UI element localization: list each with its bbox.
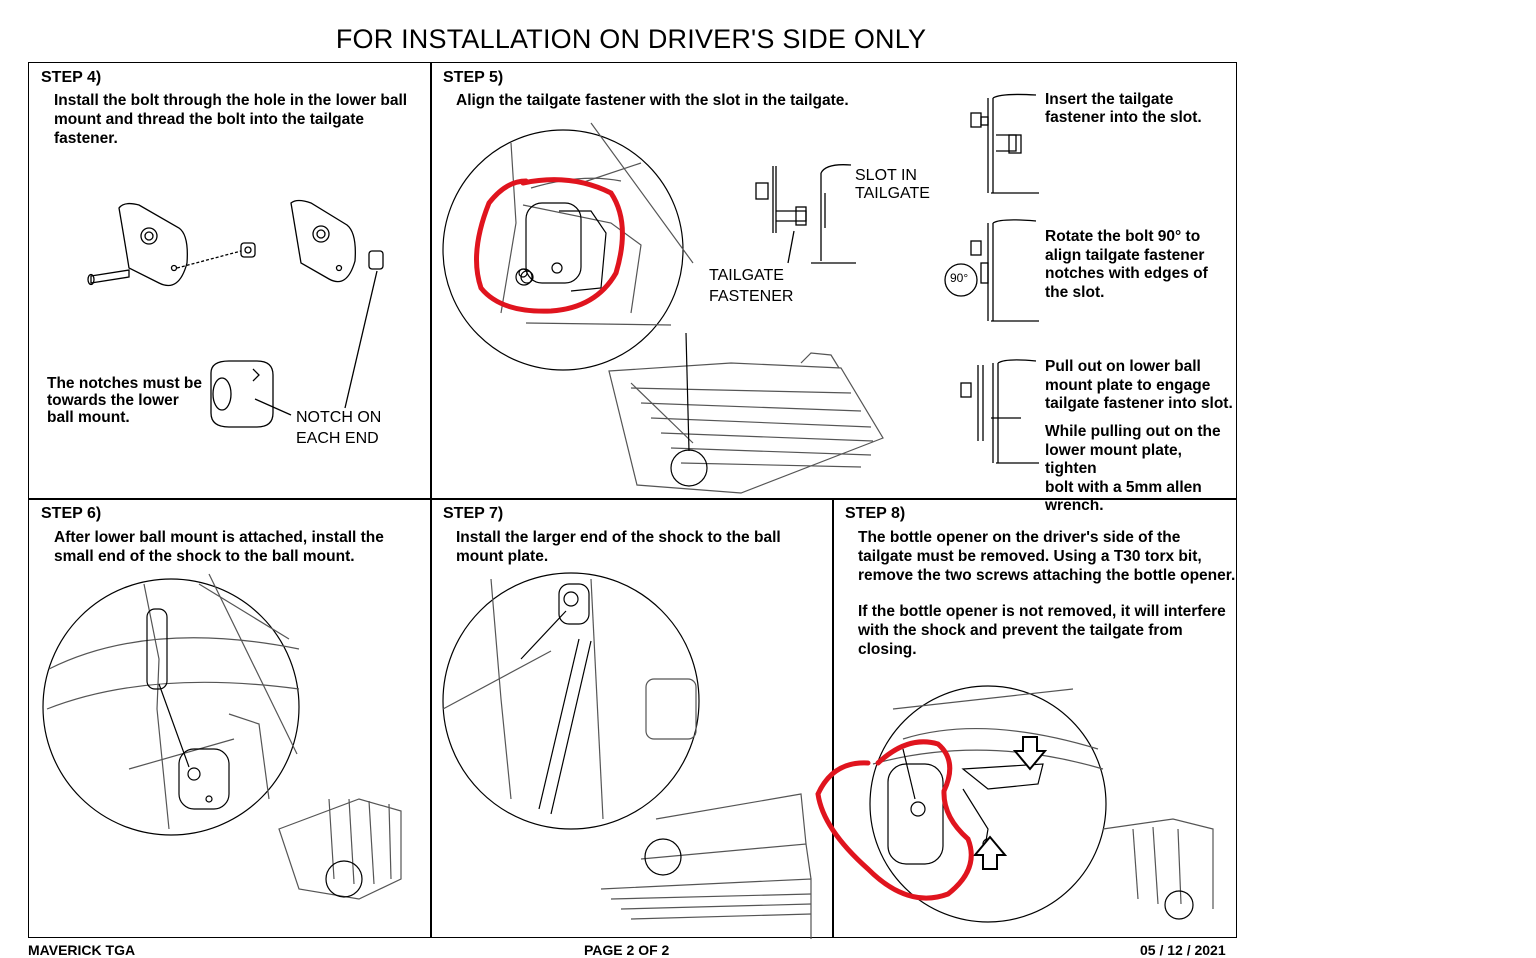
step4-instruction: Install the bolt through the hole in the… (54, 92, 408, 147)
step8-heading: STEP 8) (845, 505, 906, 522)
step5-instruction: Align the tailgate fastener with the slo… (456, 92, 849, 109)
step8-warning: If the bottle opener is not removed, it … (858, 603, 1226, 658)
step7-illustration (442, 572, 812, 939)
step7-instruction: Install the larger end of the shock to t… (456, 529, 781, 565)
step8-illustration (815, 685, 1214, 923)
step5-panel: STEP 5) Align the tailgate fastener with… (430, 62, 1237, 514)
footer-right: 05 / 12 / 2021 (1140, 942, 1226, 958)
step8-instruction: The bottle opener on the driver's side o… (858, 529, 1236, 584)
footer-left: MAVERICK TGA (28, 942, 136, 958)
step6-panel: STEP 6) After lower ball mount is attach… (28, 498, 432, 938)
step5-illustration (442, 93, 1039, 494)
step8-panel: STEP 8) The bottle opener on the driver'… (815, 498, 1237, 938)
step7-heading: STEP 7) (443, 505, 504, 522)
step4-heading: STEP 4) (41, 69, 102, 86)
footer-center: PAGE 2 OF 2 (584, 942, 670, 958)
step5-heading: STEP 5) (443, 69, 504, 86)
step7-panel: STEP 7) Install the larger end of the sh… (430, 498, 834, 939)
step4-illustration (87, 199, 384, 428)
rotate-badge: 90° (950, 271, 969, 285)
step6-instruction: After lower ball mount is attached, inst… (54, 529, 384, 565)
page-title: FOR INSTALLATION ON DRIVER'S SIDE ONLY (335, 24, 927, 54)
step4-panel: STEP 4) Install the bolt through the hol… (28, 62, 432, 500)
step6-heading: STEP 6) (41, 505, 102, 522)
step6-illustration (42, 573, 402, 900)
